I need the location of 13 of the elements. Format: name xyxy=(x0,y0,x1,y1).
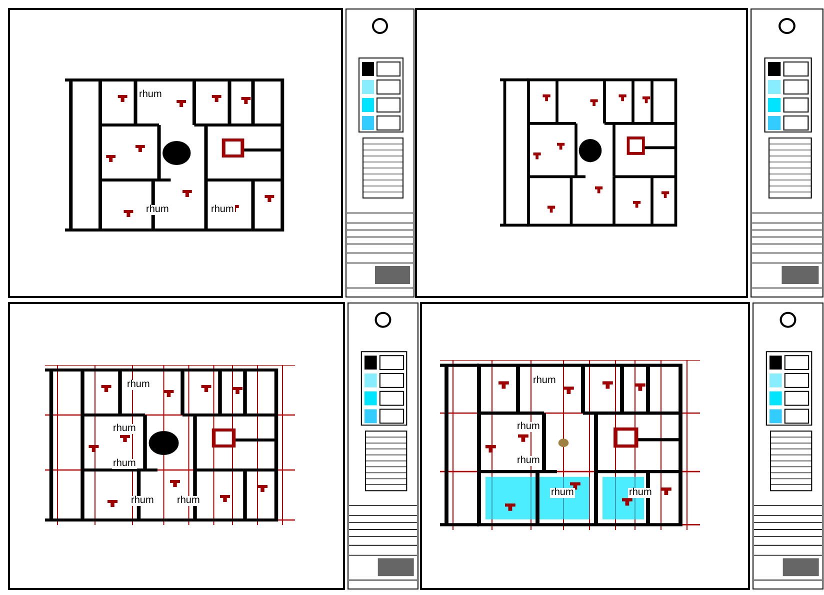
room-label: rhum xyxy=(130,496,155,506)
room-label: rhum xyxy=(145,205,170,215)
room-label: rhum xyxy=(112,424,137,434)
room-label: rhum xyxy=(112,459,137,469)
room-label: rhum xyxy=(516,422,541,432)
room-label: rhum xyxy=(550,488,575,498)
room-label: rhum xyxy=(210,205,235,215)
room-label: rhum xyxy=(126,380,151,390)
room-label: rhum xyxy=(176,496,201,506)
room-label: rhum xyxy=(138,90,163,100)
room-label: rhum xyxy=(532,376,557,386)
room-label: rhum xyxy=(516,456,541,466)
room-label: rhum xyxy=(628,488,653,498)
